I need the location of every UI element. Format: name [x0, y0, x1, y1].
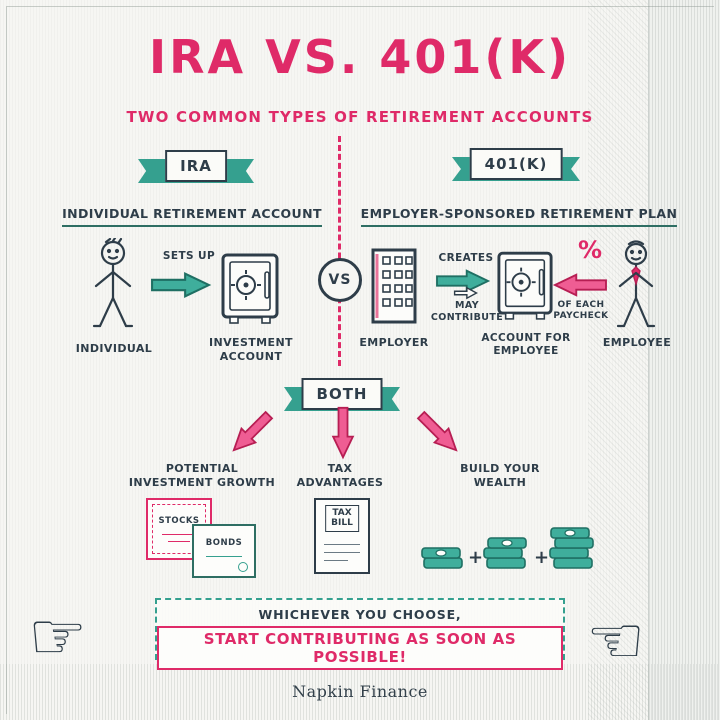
employee-account-safe-icon — [496, 250, 554, 324]
left-heading: INDIVIDUAL RETIREMENT ACCOUNT — [52, 206, 332, 227]
benefit-tax-label: TAX ADVANTAGES — [296, 462, 384, 489]
right-heading: EMPLOYER-SPONSORED RETIREMENT PLAN — [358, 206, 680, 227]
money-stack-small-icon — [420, 542, 466, 572]
ira-ribbon-label: IRA — [165, 150, 227, 182]
money-stack-medium-icon — [482, 532, 530, 572]
cta-box: WHICHEVER YOU CHOOSE, START CONTRIBUTING… — [155, 598, 565, 670]
benefit-growth-label: POTENTIAL INVESTMENT GROWTH — [128, 462, 276, 489]
investment-account-safe-icon — [220, 252, 280, 328]
sets-up-arrow-icon — [150, 270, 212, 300]
creates-arrow-icon — [434, 268, 492, 294]
left-heading-text: INDIVIDUAL RETIREMENT ACCOUNT — [62, 206, 322, 227]
both-ribbon: BOTH — [284, 378, 400, 420]
cta-line2: START CONTRIBUTING AS SOON AS POSSIBLE! — [157, 626, 563, 670]
401k-ribbon: 401(K) — [452, 148, 580, 190]
arrow-to-growth-icon — [223, 405, 280, 462]
arrow-to-tax-icon — [330, 406, 356, 460]
money-stacks-group: + + — [420, 506, 600, 576]
sets-up-label: SETS UP — [162, 250, 216, 262]
arrow-to-wealth-icon — [411, 405, 468, 462]
divider-dashed-line — [338, 136, 341, 366]
employer-building-icon — [368, 246, 422, 326]
right-heading-text: EMPLOYER-SPONSORED RETIREMENT PLAN — [360, 206, 678, 227]
plus-sign-1: + — [468, 547, 484, 568]
cta-line1: WHICHEVER YOU CHOOSE, — [258, 607, 462, 622]
stocks-label: STOCKS — [158, 516, 200, 526]
employee-account-label: ACCOUNT FOR EMPLOYEE — [481, 332, 571, 358]
benefit-wealth-label: BUILD YOUR WEALTH — [460, 462, 540, 489]
individual-figure-icon — [88, 238, 138, 333]
individual-label: INDIVIDUAL — [75, 342, 153, 355]
bonds-certificate-icon: BONDS — [192, 524, 256, 578]
creates-label: CREATES — [438, 252, 494, 264]
tax-bill-icon: TAX BILL — [314, 498, 370, 574]
401k-ribbon-label: 401(K) — [469, 148, 563, 180]
investment-account-label: INVESTMENT ACCOUNT — [209, 336, 293, 363]
page-subtitle: TWO COMMON TYPES OF RETIREMENT ACCOUNTS — [126, 108, 594, 126]
pointing-hand-left-icon: ☜ — [586, 602, 646, 679]
bonds-label: BONDS — [205, 538, 243, 548]
page-title: IRA VS. 401(K) — [148, 30, 572, 84]
percent-sign: % — [578, 236, 603, 264]
may-contribute-arrow-icon — [452, 286, 480, 300]
employer-label: EMPLOYER — [359, 336, 429, 349]
brand-footer: Napkin Finance — [292, 682, 428, 701]
pointing-hand-right-icon: ☞ — [28, 598, 88, 675]
employee-label: EMPLOYEE — [602, 336, 672, 349]
employee-figure-icon — [612, 240, 660, 334]
paycheck-arrow-icon — [552, 272, 608, 298]
both-ribbon-label: BOTH — [301, 378, 383, 410]
may-contribute-label: MAY CONTRIBUTE — [430, 300, 504, 323]
plus-sign-2: + — [534, 547, 550, 568]
money-stack-large-icon — [548, 520, 598, 572]
vs-badge: VS — [318, 258, 362, 302]
ira-ribbon: IRA — [138, 150, 254, 192]
paycheck-label: OF EACH PAYCHECK — [553, 300, 609, 322]
tax-bill-label: TAX BILL — [325, 505, 359, 532]
